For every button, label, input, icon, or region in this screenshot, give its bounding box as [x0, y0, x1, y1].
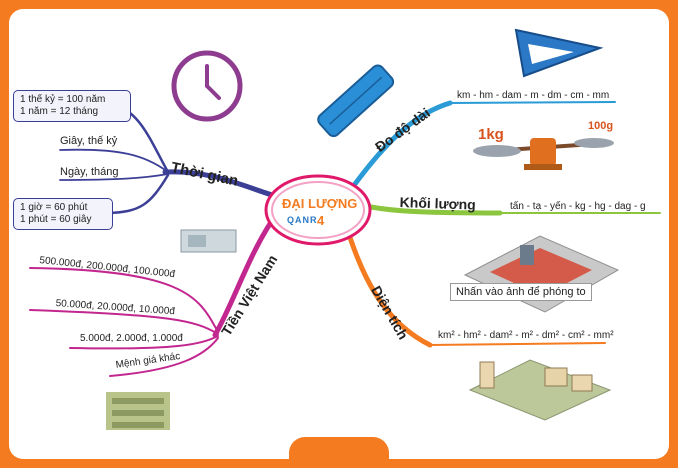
time-item-century: 1 thế kỷ = 100 năm	[20, 94, 106, 105]
zoom-tooltip: Nhấn vào ảnh để phóng to	[450, 283, 592, 301]
branch-label-khoi-luong: Khối lượng	[399, 194, 477, 213]
area-units: km² - hm² - dam² - m² - dm² - cm² - mm²	[438, 330, 614, 341]
money-item-small: 5.000đ, 2.000đ, 1.000đ	[80, 333, 183, 344]
time-item-hour: 1 giờ = 60 phút	[20, 202, 88, 213]
time-item-days: Ngày, tháng	[60, 166, 119, 178]
length-units: km - hm - dam - m - dm - cm - mm	[457, 90, 610, 101]
time-item-seconds: Giây, thế kỷ	[60, 135, 118, 147]
center-node	[264, 174, 372, 246]
time-item-year: 1 năm = 12 tháng	[20, 106, 99, 117]
weight-right: 100g	[588, 120, 614, 132]
time-item-minute: 1 phút = 60 giây	[20, 214, 92, 225]
center-logo: QANR	[287, 215, 318, 225]
center-title: ĐẠI LƯỢNG	[282, 196, 358, 211]
triangle-ruler-icon	[514, 28, 604, 78]
banknote-icon	[180, 229, 237, 253]
center-number: 4	[317, 213, 325, 228]
bottom-tab	[289, 437, 389, 468]
city-block-image	[463, 235, 620, 313]
clock-icon	[171, 50, 243, 122]
mass-units: tấn - tạ - yến - kg - hg - dag - g	[510, 201, 646, 212]
money-stack-icon	[106, 392, 170, 430]
time-box-hour: 1 giờ = 60 phút 1 phút = 60 giây	[13, 198, 113, 230]
housing-image	[468, 359, 612, 421]
balance-scale-icon	[473, 138, 614, 170]
time-box-century: 1 thế kỷ = 100 năm 1 năm = 12 tháng	[13, 90, 131, 122]
weight-left: 1kg	[478, 126, 504, 143]
ruler-icon	[317, 64, 395, 138]
